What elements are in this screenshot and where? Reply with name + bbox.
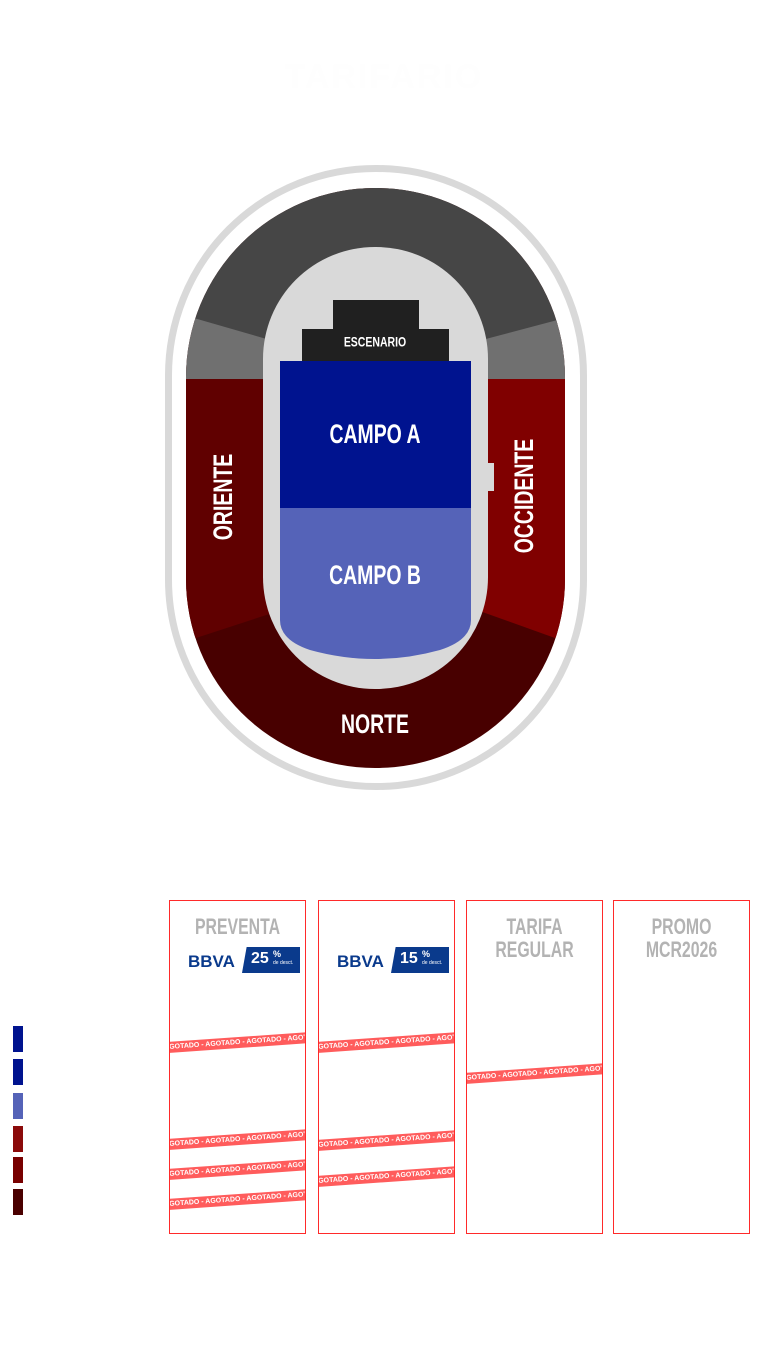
legend-swatch xyxy=(13,1059,23,1085)
oriente-label: ORIENTE xyxy=(208,454,238,540)
column-header: PROMO MCR2026 xyxy=(645,914,718,962)
section-side-right-closed xyxy=(482,314,565,380)
sold-out-ribbon: AGOTADO - AGOTADO - AGOTADO - AGOTADO - … xyxy=(170,1188,305,1211)
column-header: PREVENTA xyxy=(194,914,281,939)
legend-swatch xyxy=(13,1026,23,1052)
price-column-preventa: PREVENTA BBVA 25%de desct. AGOTADO - AGO… xyxy=(169,900,306,1234)
section-side-left-closed xyxy=(186,314,270,380)
norte-label: NORTE xyxy=(341,709,409,739)
bbva-discount-logo: BBVA 25%de desct. xyxy=(186,947,301,975)
sold-out-ribbon: AGOTADO - AGOTADO - AGOTADO - AGOTADO - … xyxy=(170,1031,305,1054)
occidente-label: OCCIDENTE xyxy=(509,439,539,553)
section-occidente[interactable] xyxy=(460,379,580,640)
field-notch xyxy=(486,463,494,491)
sold-out-ribbon: AGOTADO - AGOTADO - AGOTADO - AGOTADO - … xyxy=(319,1165,454,1188)
sold-out-ribbon: AGOTADO - AGOTADO - AGOTADO - AGOTADO - … xyxy=(467,1062,602,1085)
sold-out-ribbon: AGOTADO - AGOTADO - AGOTADO - AGOTADO - … xyxy=(319,1031,454,1054)
section-campo-b[interactable] xyxy=(280,508,471,659)
price-column-tarifa-regular: TARIFA REGULAR AGOTADO - AGOTADO - AGOTA… xyxy=(466,900,603,1234)
outer-ring xyxy=(165,165,587,790)
legend-swatch xyxy=(13,1093,23,1119)
legend-swatch xyxy=(13,1157,23,1183)
campo-b-label: CAMPO B xyxy=(329,560,421,590)
column-header: TARIFA REGULAR xyxy=(495,914,574,962)
sold-out-ribbon: AGOTADO - AGOTADO - AGOTADO - AGOTADO - … xyxy=(170,1128,305,1151)
price-column-bbva-15: BBVA 15%de desct. AGOTADO - AGOTADO - AG… xyxy=(318,900,455,1234)
page-title: TARIFARIO xyxy=(284,58,484,96)
stage-label: ESCENARIO xyxy=(344,334,407,350)
price-column-promo-mcr2026: PROMO MCR2026 xyxy=(613,900,750,1234)
legend-swatch xyxy=(13,1189,23,1215)
sold-out-ribbon: AGOTADO - AGOTADO - AGOTADO - AGOTADO - … xyxy=(170,1158,305,1181)
legend-swatch xyxy=(13,1126,23,1152)
section-campo-a[interactable] xyxy=(280,361,471,509)
stage xyxy=(302,329,449,361)
sold-out-ribbon: AGOTADO - AGOTADO - AGOTADO - AGOTADO - … xyxy=(319,1129,454,1152)
bbva-discount-logo: BBVA 15%de desct. xyxy=(335,947,450,975)
stadium-map: ESCENARIO CAMPO A CAMPO B ORIENTE OCCIDE… xyxy=(165,165,587,790)
campo-a-label: CAMPO A xyxy=(329,419,420,449)
stage-top xyxy=(333,300,419,332)
